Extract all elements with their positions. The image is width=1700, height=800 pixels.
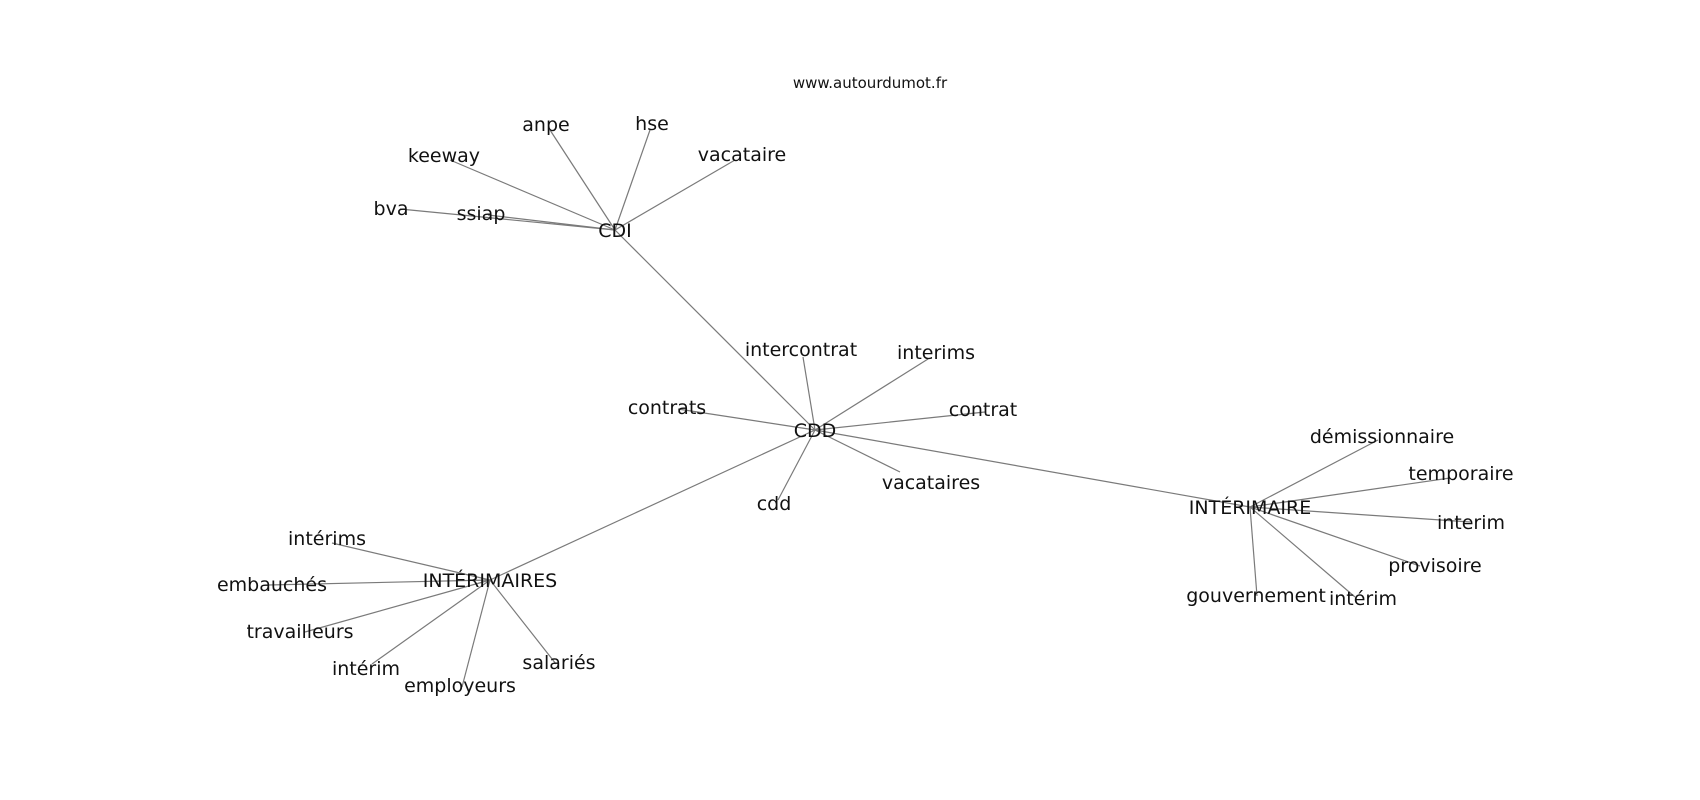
- leaf-edge-cdi: [614, 129, 651, 231]
- leaf-label-interimaire: gouvernement: [1186, 585, 1326, 607]
- leaf-label-cdi: anpe: [522, 114, 569, 136]
- leaf-edge-cdd: [814, 411, 986, 431]
- leaf-edge-cdi: [549, 129, 616, 231]
- leaf-label-interimaires: embauchés: [217, 574, 327, 596]
- leaf-edge-interimaire: [1249, 506, 1421, 567]
- leaf-label-cdi: vacataire: [698, 144, 786, 166]
- leaf-edge-cdi: [487, 214, 616, 231]
- leaf-label-interimaire: provisoire: [1388, 555, 1482, 577]
- leaf-edge-interimaire: [1249, 506, 1356, 598]
- hub-edge-cdd-interimaire: [814, 429, 1251, 508]
- leaf-label-cdd: interims: [897, 342, 975, 364]
- leaf-edge-interimaires: [331, 542, 491, 581]
- leaf-label-cdd: contrats: [628, 397, 706, 419]
- leaf-edge-cdd: [677, 408, 816, 431]
- leaf-edge-cdd: [814, 358, 929, 431]
- graph-labels: www.autourdumot.fr bva ssiap keeway anpe hse…: [217, 74, 1514, 697]
- leaf-edge-interimaire: [1249, 477, 1451, 508]
- leaf-label-interimaire: interim: [1437, 512, 1505, 534]
- leaf-edge-cdd: [777, 429, 816, 501]
- leaf-edge-interimaires: [461, 579, 491, 688]
- leaf-label-cdi: ssiap: [457, 203, 506, 225]
- leaf-edge-cdi: [399, 208, 616, 231]
- leaf-label-cdi: bva: [374, 198, 409, 220]
- leaf-edge-cdi: [614, 159, 736, 231]
- hub-label-interimaire: INTÉRIMAIRE: [1189, 496, 1311, 519]
- hub-edge-cdd-interimaires: [489, 429, 816, 581]
- leaf-label-interimaires: employeurs: [404, 675, 516, 697]
- leaf-label-cdd: cdd: [757, 493, 792, 515]
- leaf-edge-cdd: [814, 429, 901, 473]
- hub-edge-cdd-cdi: [614, 229, 816, 431]
- leaf-edge-cdd: [802, 356, 816, 431]
- leaf-edge-interimaire: [1249, 506, 1471, 523]
- leaf-label-interimaires: salariés: [522, 652, 595, 674]
- graph-edges: [267, 129, 1471, 688]
- leaf-label-cdd: vacataires: [882, 472, 980, 494]
- site-watermark: www.autourdumot.fr: [793, 74, 948, 92]
- leaf-label-cdd: contrat: [949, 399, 1017, 421]
- leaf-edge-interimaires: [304, 579, 491, 633]
- leaf-label-interimaires: intérim: [332, 658, 400, 680]
- leaf-label-interimaire: démissionnaire: [1310, 426, 1454, 448]
- leaf-label-interimaires: intérims: [288, 528, 366, 550]
- leaf-label-interimaire: intérim: [1329, 588, 1397, 610]
- leaf-label-interimaire: temporaire: [1408, 463, 1513, 485]
- leaf-edge-interimaires: [489, 579, 557, 665]
- leaf-label-interimaires: travailleurs: [246, 621, 353, 643]
- leaf-label-cdi: hse: [635, 113, 669, 135]
- hub-label-cdd: CDD: [794, 420, 837, 442]
- leaf-edge-cdi: [449, 159, 616, 231]
- hub-label-interimaires: INTÉRIMAIRES: [423, 569, 558, 592]
- leaf-edge-interimaires: [267, 579, 491, 586]
- leaf-edge-interimaires: [371, 579, 491, 665]
- leaf-edge-interimaire: [1249, 439, 1379, 508]
- leaf-label-cdi: keeway: [408, 145, 480, 167]
- leaf-edge-interimaire: [1249, 506, 1258, 597]
- leaf-label-cdd: intercontrat: [745, 339, 857, 361]
- hub-label-cdi: CDI: [598, 220, 632, 242]
